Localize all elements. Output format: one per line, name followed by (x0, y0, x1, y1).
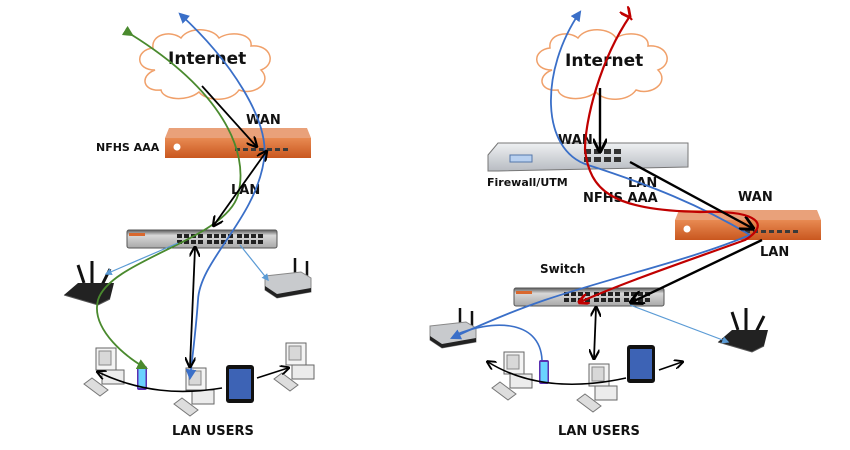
lan-users-label: LAN USERS (558, 424, 640, 439)
wireless-left-arrow (488, 362, 627, 385)
switch-label: Switch (540, 262, 585, 276)
aaa-lan-label: LAN (760, 245, 789, 260)
switch-user-arrow (190, 248, 195, 366)
access-point-icon (263, 256, 313, 300)
aaa-wan-label: WAN (738, 190, 773, 205)
wifi-router-icon (62, 259, 116, 307)
switch-icon (126, 229, 278, 249)
lan-users-label: LAN USERS (172, 424, 254, 439)
aaa-to-switch-black-arrow (632, 238, 763, 302)
tablet-icon (226, 365, 254, 403)
desktop-left-icon (491, 351, 533, 401)
wireless-left-arrow (98, 372, 223, 393)
aaa-label: NFHS AAA (96, 141, 160, 154)
desktop-left-icon (83, 347, 125, 397)
right-diagram: Internet WAN Firewall/UTM LAN NFHS AAA W… (428, 10, 821, 439)
wifi-router-icon (716, 306, 770, 354)
left-diagram: Internet NFHS AAA WAN LAN LAN USERS (62, 12, 315, 439)
phone-icon (539, 360, 549, 384)
red-flow-arrow (580, 15, 759, 302)
firewall-label: Firewall/UTM (487, 176, 568, 189)
firewall-to-aaa-black-arrow (629, 160, 752, 228)
wireless-right-arrow (256, 368, 288, 379)
internet-label: Internet (565, 51, 643, 71)
internet-label: Internet (168, 49, 246, 69)
access-point-icon (428, 306, 478, 350)
wireless-right-arrow (658, 362, 682, 371)
switch-user-arrow (594, 308, 596, 358)
red-flow-arrowhead (629, 16, 633, 21)
blue-flow-arrow (450, 10, 752, 340)
aaa-label: NFHS AAA (583, 191, 658, 206)
wan-black-arrow (201, 85, 256, 146)
wan-label: WAN (246, 113, 281, 128)
desktop-center-icon (576, 363, 618, 413)
ap-to-phone-link (454, 324, 543, 361)
lan-black-arrow (214, 152, 266, 225)
router-link-arrow (104, 242, 179, 276)
green-flow-arrow (96, 25, 242, 369)
ap-link-arrow (239, 244, 269, 282)
tablet-icon (627, 345, 655, 383)
desktop-right-icon (273, 342, 315, 392)
router-link-arrow (629, 304, 730, 344)
